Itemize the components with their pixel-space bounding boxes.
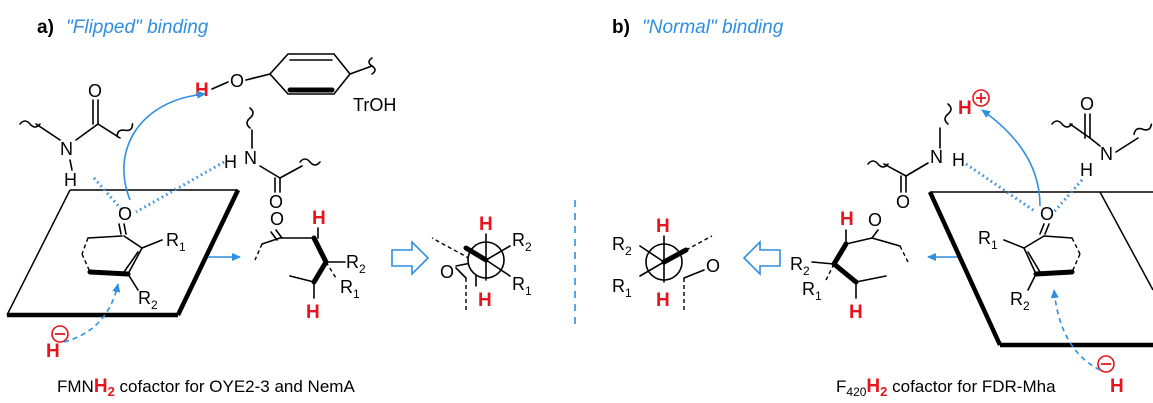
panel-b-title: "Normal" binding (642, 17, 784, 38)
tyr-h-atom-red: H (195, 80, 209, 101)
newman-h-top-a: H (479, 214, 493, 235)
amide-o-atom-b2: O (1080, 94, 1094, 114)
r2-label-a: R2 (138, 288, 158, 312)
product-a: O H R2 R1 H (254, 208, 366, 323)
open-arrow-b (742, 240, 781, 276)
newman-r1-b: R1 (612, 276, 632, 300)
amide-o-atom-r: O (269, 192, 283, 212)
product-b: H O R2 R1 H (790, 209, 909, 323)
product-o-atom-a: O (270, 209, 284, 229)
product-h1-red-b: H (840, 209, 854, 230)
amide-o-atom-b: O (896, 192, 910, 212)
product-h2-red-a: H (306, 302, 320, 323)
product-h2-red-b: H (849, 302, 863, 323)
r2-label-b: R2 (1010, 289, 1030, 313)
amide-h-atom: H (64, 170, 77, 190)
hbond-right-b (1052, 179, 1084, 213)
amide-h-atom-b2: H (1080, 160, 1093, 180)
r1-label-b: R1 (978, 228, 998, 252)
panel-a-caption: FMNH2 cofactor for OYE2-3 and NemA (57, 376, 355, 399)
enone-o-atom-a: O (118, 204, 132, 224)
flavin-plane-b (927, 191, 1153, 348)
hydride-b: H (1050, 289, 1124, 397)
open-arrow-a (391, 240, 430, 276)
amide-n-atom-b2: N (1100, 144, 1113, 164)
enone-substrate-a: O R1 R2 (81, 204, 186, 312)
product-o-atom-b: O (868, 210, 882, 230)
amide-h-atom-b: H (952, 150, 965, 170)
newman-r2-b: R2 (612, 234, 632, 258)
product-r1-a: R1 (340, 277, 360, 301)
amide-n-atom: N (60, 139, 73, 159)
newman-h-bottom-a: H (478, 290, 492, 311)
tyr-o-atom: O (230, 71, 244, 91)
newman-r1-a: R1 (512, 274, 532, 298)
newman-h-bottom-b: H (656, 290, 670, 311)
tyrosine-a: H O TrOH (195, 53, 396, 115)
flavin-plane-a (6, 189, 241, 318)
proton-b: H (958, 89, 1041, 207)
proton-transfer-arrow-b (981, 109, 1041, 207)
panel-a-title: "Flipped" binding (66, 17, 209, 38)
panel-b-letter: b) (612, 17, 630, 38)
tyrosine-label: TrOH (353, 95, 396, 115)
hbond-left-b (965, 162, 1037, 214)
proton-transfer-arrow-a (123, 90, 206, 201)
newman-o-a: O (440, 262, 454, 282)
newman-a: H R2 R1 H O (431, 214, 532, 312)
panel-a: a) "Flipped" binding N O H H O (6, 17, 532, 399)
product-r2-b: R2 (790, 254, 810, 278)
newman-b: H R2 R1 H O (612, 216, 720, 312)
product-r2-a: R2 (346, 252, 366, 276)
product-r1-b: R1 (802, 279, 822, 303)
newman-r2-a: R2 (512, 230, 532, 254)
hydride-a: H (46, 283, 121, 362)
panel-a-letter: a) (37, 17, 54, 38)
amide-h-atom-r: H (224, 152, 237, 172)
amide-residue-right-a: N H O (224, 107, 321, 212)
amide-n-atom-b: N (930, 147, 943, 167)
amide-n-atom-r: N (244, 148, 257, 168)
panel-b-caption: F420H2 cofactor for FDR-Mha (836, 376, 1056, 399)
amide-residue-left-b: N H O (867, 103, 965, 212)
amide-residue-left-a: N O H (19, 81, 134, 190)
proton-h-atom-b: H (958, 98, 972, 119)
hydride-h-atom-b: H (1110, 376, 1124, 397)
newman-o-b: O (706, 256, 720, 276)
newman-h-top-b: H (656, 216, 670, 237)
hbond-left-a (92, 177, 124, 211)
amide-residue-right-b: O N H (1051, 94, 1153, 180)
hydride-h-atom-a: H (46, 341, 60, 362)
amide-o-atom: O (88, 81, 102, 101)
hbond-right-a (135, 160, 225, 214)
product-h1-red-a: H (312, 208, 326, 229)
r1-label-a: R1 (166, 230, 186, 254)
enone-substrate-b: O R1 R2 (978, 204, 1081, 313)
enone-o-atom-b: O (1040, 204, 1054, 224)
panel-b: b) "Normal" binding H R2 R1 H O H O (612, 17, 1153, 399)
